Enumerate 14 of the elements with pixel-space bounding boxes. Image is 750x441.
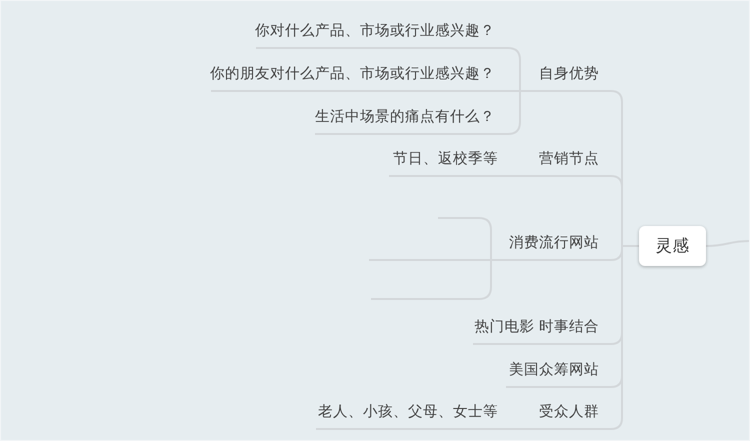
topic-text: 消费流行网站 — [509, 234, 599, 252]
topic-text: 营销节点 — [539, 150, 599, 168]
topic-text: 受众人群 — [539, 403, 599, 421]
topic-text: 节日、返校季等 — [393, 150, 498, 168]
central-topic-box — [639, 226, 706, 266]
topic-text: 老人、小孩、父母、女士等 — [318, 403, 498, 421]
topic-text: 生活中场景的痛点有什么？ — [315, 108, 495, 126]
topic-text: 热门电影 时事结合 — [474, 318, 599, 336]
topic-text: 灵感 — [656, 236, 690, 256]
topic-text: 美国众筹网站 — [509, 361, 599, 379]
branch-connector — [706, 240, 749, 247]
topic-text: 你对什么产品、市场或行业感兴趣？ — [255, 22, 495, 40]
topic-text: 自身优势 — [539, 65, 599, 83]
topic-text: 你的朋友对什么产品、市场或行业感兴趣？ — [210, 65, 495, 83]
